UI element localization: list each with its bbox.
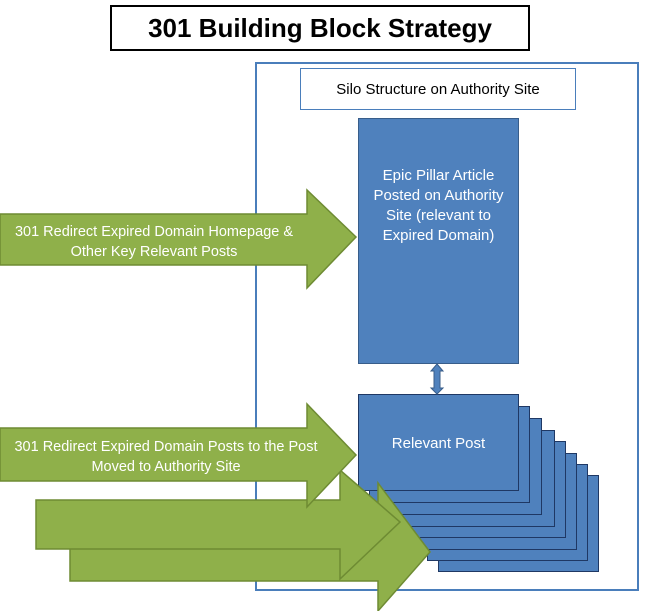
silo-frame <box>255 62 639 591</box>
bidirectional-connector-icon <box>429 363 445 395</box>
redirect-arrow-2 <box>0 402 358 509</box>
diagram-title: 301 Building Block Strategy <box>110 5 530 51</box>
arrow-label-homepage-redirect: 301 Redirect Expired Domain Homepage & O… <box>14 224 294 260</box>
relevant-post-box: Relevant Post <box>358 394 519 491</box>
redirect-arrow-3 <box>35 468 402 581</box>
arrow-label-posts-redirect: 301 Redirect Expired Domain Posts to the… <box>14 439 318 475</box>
pillar-article-box: Epic Pillar Article Posted on Authority … <box>358 118 519 364</box>
redirect-arrow-1 <box>0 188 358 290</box>
silo-label: Silo Structure on Authority Site <box>300 68 576 110</box>
